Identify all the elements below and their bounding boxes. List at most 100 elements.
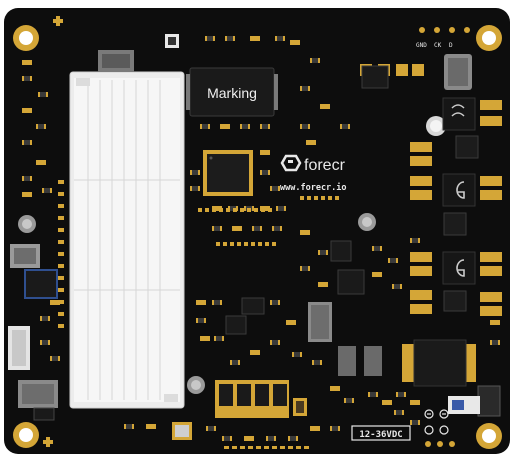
polarity-marks	[424, 409, 449, 435]
brand-url: www.forecr.io	[280, 182, 347, 193]
passive-end	[270, 300, 272, 305]
passive-end	[266, 436, 268, 441]
passive-components	[22, 36, 500, 441]
passive	[212, 206, 222, 211]
passive	[340, 124, 350, 129]
pad-rows	[198, 196, 339, 449]
passive-end	[404, 392, 406, 397]
passive-end	[278, 340, 280, 345]
passive	[300, 266, 310, 271]
passive-end	[296, 436, 298, 441]
pad	[480, 116, 502, 126]
passive-end	[344, 398, 346, 403]
pad	[480, 176, 502, 186]
pad	[480, 252, 502, 262]
qfn-chip	[203, 150, 253, 196]
pad	[256, 446, 261, 449]
passive-end	[196, 318, 198, 323]
power-inductor-top	[444, 54, 472, 90]
passive-end	[318, 250, 320, 255]
passive-end	[308, 86, 310, 91]
passive	[260, 150, 270, 155]
passive	[40, 340, 50, 345]
center-ic-right	[225, 65, 389, 335]
passive	[306, 140, 316, 145]
pad	[58, 216, 64, 220]
passive-end	[213, 36, 215, 41]
passive-end	[220, 226, 222, 231]
pad	[296, 446, 301, 449]
passive	[200, 336, 210, 341]
pad	[335, 196, 339, 200]
pad	[58, 180, 64, 184]
passive-end	[44, 124, 46, 129]
passive	[212, 226, 222, 231]
passive-end	[376, 392, 378, 397]
passive-end	[30, 176, 32, 181]
passive-end	[220, 300, 222, 305]
passive	[124, 424, 134, 429]
passive-end	[50, 356, 52, 361]
pad	[58, 324, 64, 328]
passive-end	[190, 186, 192, 191]
board-to-board-connector	[69, 71, 185, 409]
dip-switch	[448, 396, 480, 414]
passive-end	[348, 124, 350, 129]
pad	[410, 290, 432, 300]
pad	[237, 242, 241, 246]
passive	[196, 300, 206, 305]
passive	[270, 186, 280, 191]
passive	[22, 176, 32, 181]
passive	[318, 282, 328, 287]
power-module-2	[442, 173, 476, 207]
passive-end	[48, 316, 50, 321]
passive	[266, 436, 276, 441]
passive	[22, 108, 32, 113]
pad	[58, 312, 64, 316]
passive-end	[418, 238, 420, 243]
passive-end	[205, 36, 207, 41]
passive-end	[50, 188, 52, 193]
passive-end	[352, 398, 354, 403]
passive-end	[330, 426, 332, 431]
pad	[264, 446, 269, 449]
pad	[224, 446, 229, 449]
pad	[265, 242, 269, 246]
passive	[38, 92, 48, 97]
connector-side-pads	[58, 180, 64, 328]
pad	[288, 446, 293, 449]
mounting-hole-top-left	[13, 25, 39, 51]
pad	[226, 208, 230, 212]
passive-end	[288, 436, 290, 441]
passive	[230, 360, 240, 365]
passive-end	[200, 124, 202, 129]
pad	[304, 446, 309, 449]
passive-end	[230, 360, 232, 365]
passive	[372, 246, 382, 251]
pad	[410, 304, 432, 314]
pad	[58, 252, 64, 256]
passive-end	[198, 186, 200, 191]
passive-end	[46, 92, 48, 97]
pad	[410, 142, 432, 152]
passive	[222, 436, 232, 441]
passive	[212, 300, 222, 305]
passive-end	[292, 352, 294, 357]
pad	[58, 192, 64, 196]
passive	[320, 104, 330, 109]
passive-end	[252, 206, 254, 211]
passive-end	[230, 436, 232, 441]
passive-end	[30, 76, 32, 81]
pad	[232, 446, 237, 449]
pad	[410, 252, 432, 262]
passive-end	[490, 340, 492, 345]
power-label-box	[351, 425, 411, 441]
passive	[276, 206, 286, 211]
passive-end	[58, 356, 60, 361]
passive-end	[275, 36, 277, 41]
passive-end	[270, 340, 272, 345]
power-module-1	[442, 97, 476, 131]
pad	[216, 242, 220, 246]
passive	[40, 316, 50, 321]
